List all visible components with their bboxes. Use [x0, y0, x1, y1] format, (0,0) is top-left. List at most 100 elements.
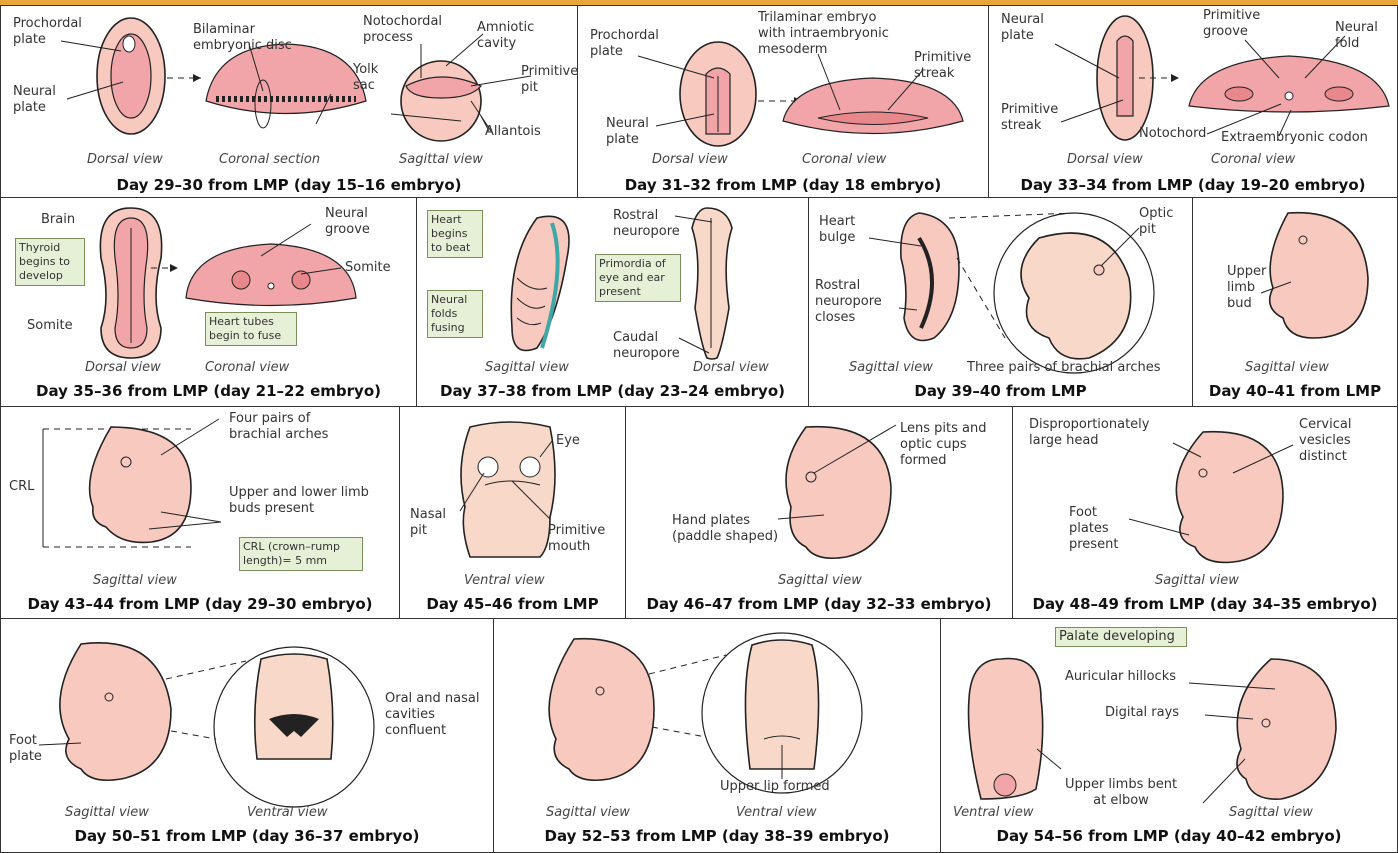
label-primitive-pit: Primitive pit [521, 64, 578, 96]
label-notochordal-process: Notochordal process [363, 14, 463, 46]
view-dorsal: Dorsal view [693, 360, 769, 375]
view-coronal: Coronal view [1211, 152, 1295, 167]
caption: Day 35–36 from LMP (day 21–22 embryo) [1, 382, 416, 400]
view-sagittal: Sagittal view [93, 573, 177, 588]
label-neural-groove: Neural groove [325, 206, 385, 238]
label-brain: Brain [41, 212, 75, 228]
label-neural-plate: Neural plate [606, 116, 656, 148]
caption: Day 39–40 from LMP [809, 382, 1192, 400]
view-sagittal: Sagittal view [546, 805, 630, 820]
view-ventral: Ventral view [247, 805, 327, 820]
view-sagittal: Sagittal view [1245, 360, 1329, 375]
caption: Day 48–49 from LMP (day 34–35 embryo) [1013, 595, 1397, 613]
label-hand-plates: Hand plates (paddle shaped) [672, 513, 782, 545]
label-neural-plate: Neural plate [1001, 12, 1051, 44]
caption: Day 43–44 from LMP (day 29–30 embryo) [1, 595, 399, 613]
view-sagittal: Sagittal view [399, 152, 483, 167]
label-notochord: Notochord [1139, 126, 1206, 142]
label-allantois: Allantois [485, 124, 541, 140]
label-neural-fold: Neural fold [1335, 20, 1385, 52]
label-eye: Eye [556, 433, 580, 449]
view-dorsal: Dorsal view [1067, 152, 1143, 167]
label-oral-nasal: Oral and nasal cavities confluent [385, 691, 481, 739]
view-sagittal: Sagittal view [65, 805, 149, 820]
caption: Day 45–46 from LMP [400, 595, 625, 613]
view-sagittal: Sagittal view [1229, 805, 1313, 820]
caption: Day 52–53 from LMP (day 38–39 embryo) [494, 827, 940, 845]
panel-day-33-34: Neural plate Primitive groove Neural fol… [988, 5, 1398, 198]
label-trilaminar-embryo: Trilaminar embryo with intraembryonic me… [758, 10, 908, 58]
label-extraembryonic: Extraembryonic codon [1221, 130, 1368, 146]
panel-day-50-51: Foot plate Oral and nasal cavities confl… [0, 618, 494, 853]
label-somite-left: Somite [27, 318, 73, 334]
view-sagittal: Sagittal view [485, 360, 569, 375]
box-crl: CRL (crown–rump length)= 5 mm [239, 537, 363, 571]
label-lens-pits: Lens pits and optic cups formed [900, 421, 1000, 469]
caption: Day 54–56 from LMP (day 40–42 embryo) [941, 827, 1397, 845]
label-foot-plate: Foot plate [9, 733, 49, 765]
label-prochordal-plate: Prochordal plate [590, 28, 670, 60]
view-dorsal: Dorsal view [87, 152, 163, 167]
panel-day-37-38: Heart begins to beat Neural folds fusing… [416, 197, 809, 407]
label-limb-buds: Upper and lower limb buds present [229, 485, 369, 517]
view-sagittal: Sagittal view [778, 573, 862, 588]
label-primitive-mouth: Primitive mouth [548, 523, 618, 555]
label-foot-plates: Foot plates present [1069, 505, 1129, 553]
box-heart-begins: Heart begins to beat [427, 210, 483, 258]
label-large-head: Disproportionately large head [1029, 417, 1169, 449]
panel-day-52-53: Upper lip formed Sagittal view Ventral v… [493, 618, 941, 853]
view-coronal: Coronal section [219, 152, 320, 167]
caption: Day 46–47 from LMP (day 32–33 embryo) [626, 595, 1012, 613]
box-primordia: Primordia of eye and ear present [595, 254, 681, 302]
label-neural-plate: Neural plate [13, 84, 73, 116]
label-upper-limbs-bent: Upper limbs bent at elbow [1061, 777, 1181, 809]
label-cervical-vesicles: Cervical vesicles distinct [1299, 417, 1369, 465]
label-four-pairs: Four pairs of brachial arches [229, 411, 359, 443]
label-auricular-hillocks: Auricular hillocks [1065, 669, 1176, 685]
panel-7-illustration [1193, 198, 1398, 407]
label-upper-lip: Upper lip formed [720, 779, 830, 795]
panel-day-39-40: Heart bulge Rostral neuropore closes Opt… [808, 197, 1193, 407]
label-somite-right: Somite [345, 260, 391, 276]
label-prochordal-plate: Prochordal plate [13, 16, 103, 48]
view-coronal: Coronal view [205, 360, 289, 375]
label-brachial-arches: Three pairs of brachial arches [967, 360, 1161, 376]
view-dorsal: Dorsal view [652, 152, 728, 167]
view-dorsal: Dorsal view [85, 360, 161, 375]
label-crl: CRL [9, 479, 34, 495]
caption: Day 40–41 from LMP [1193, 382, 1397, 400]
caption: Day 33–34 from LMP (day 19–20 embryo) [989, 176, 1397, 194]
caption: Day 29–30 from LMP (day 15–16 embryo) [1, 176, 577, 194]
caption: Day 37–38 from LMP (day 23–24 embryo) [417, 382, 808, 400]
panel-day-43-44: Four pairs of brachial arches CRL Upper … [0, 406, 400, 619]
label-primitive-streak: Primitive streak [1001, 102, 1071, 134]
caption: Day 31–32 from LMP (day 18 embryo) [578, 176, 988, 194]
label-yolk-sac: Yolk sac [353, 62, 403, 94]
label-rostral-neuropore: Rostral neuropore [613, 208, 683, 240]
box-thyroid: Thyroid begins to develop [15, 238, 85, 286]
view-sagittal: Sagittal view [849, 360, 933, 375]
label-caudal-neuropore: Caudal neuropore [613, 330, 683, 362]
panel-day-40-41: Upper limb bud Sagittal view Day 40–41 f… [1192, 197, 1398, 407]
label-nasal-pit: Nasal pit [410, 507, 450, 539]
box-heart-tubes: Heart tubes begin to fuse [205, 312, 297, 346]
label-optic-pit: Optic pit [1139, 206, 1179, 238]
label-bilaminar-disc: Bilaminar embryonic disc [193, 22, 323, 54]
label-heart-bulge: Heart bulge [819, 214, 869, 246]
panel-day-29-30: Prochordal plate Bilaminar embryonic dis… [0, 5, 578, 198]
view-sagittal: Sagittal view [1155, 573, 1239, 588]
label-upper-limb-bud: Upper limb bud [1227, 264, 1267, 312]
caption: Day 50–51 from LMP (day 36–37 embryo) [1, 827, 493, 845]
view-ventral: Ventral view [953, 805, 1033, 820]
box-neural-folds: Neural folds fusing [427, 290, 483, 338]
panel-day-54-56: Palate developing Auricular hillocks Dig… [940, 618, 1398, 853]
view-ventral: Ventral view [736, 805, 816, 820]
box-palate: Palate developing [1055, 627, 1187, 647]
label-rostral-neuropore: Rostral neuropore closes [815, 278, 895, 326]
panel-day-35-36: Brain Neural groove Somite Somite Thyroi… [0, 197, 417, 407]
label-amniotic-cavity: Amniotic cavity [477, 20, 547, 52]
panel-day-45-46: Eye Nasal pit Primitive mouth Ventral vi… [399, 406, 626, 619]
view-coronal: Coronal view [802, 152, 886, 167]
panel-day-48-49: Disproportionately large head Cervical v… [1012, 406, 1398, 619]
